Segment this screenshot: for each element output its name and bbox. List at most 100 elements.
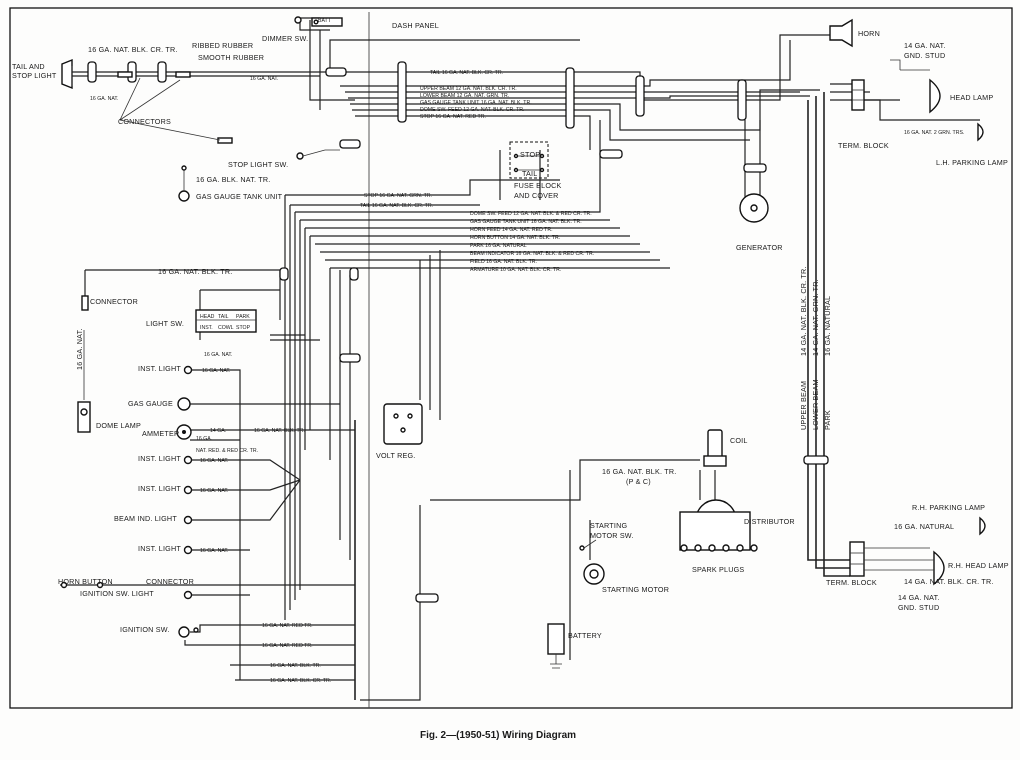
loom-clip <box>325 67 347 77</box>
dimmer-switch <box>294 16 343 27</box>
label-fuse-block-2: AND COVER <box>514 191 559 200</box>
wire-callout: 16 GA. NAT. <box>200 548 228 554</box>
label-spark-plugs: SPARK PLUGS <box>692 565 744 574</box>
figure-caption: Fig. 2—(1950-51) Wiring Diagram <box>420 730 576 741</box>
wire-callout: 16 GA. NAT. <box>200 488 228 494</box>
loom-clip <box>599 149 623 159</box>
label-wire-gas-gauge: 16 GA. BLK. NAT. TR. <box>196 175 270 184</box>
wire-callout: 16 GA. NAT. <box>200 458 228 464</box>
loom-clip <box>565 67 575 129</box>
loom-clip <box>635 75 645 117</box>
wire-harness-top <box>72 17 980 577</box>
wire-callout: PARK 16 GA. NATURAL <box>470 243 527 249</box>
label-starting-motor-sw-1: STARTING <box>590 521 627 530</box>
label-distributor: DISTRIBUTOR <box>744 517 795 526</box>
distributor <box>679 499 751 551</box>
wire-callout: NAT. RED. & RED CR. TR. <box>196 448 258 454</box>
label-starting-motor: STARTING MOTOR <box>602 585 669 594</box>
term-block-bottom <box>849 541 934 577</box>
label-battery: BATTERY <box>568 631 602 640</box>
label-rh-parking: R.H. PARKING LAMP <box>912 503 985 512</box>
label-stop-box: STOP <box>520 150 540 159</box>
label-gnd-stud-top-1: 14 GA. NAT. <box>904 41 946 50</box>
wire-callout: TAIL 16 GA. NAT. BLK. CR. TR. <box>430 70 503 76</box>
dome-lamp <box>77 330 91 433</box>
label-head-lamp-left: HEAD LAMP <box>950 93 993 102</box>
label-ribbed-rubber: RIBBED RUBBER <box>192 41 253 50</box>
label-light-sw-term: TAIL <box>218 314 229 320</box>
label-beam-wire-3: 16 GA. NATURAL <box>823 296 832 356</box>
label-beam-name-1: UPPER BEAM <box>799 381 808 430</box>
ignition-switch <box>178 626 199 638</box>
label-smooth-rubber: SMOOTH RUBBER <box>198 53 264 62</box>
diagram-frame <box>9 7 1013 709</box>
label-inst-light-1: INST. LIGHT <box>138 364 181 373</box>
stop-light-switch <box>296 149 340 160</box>
wire-callout: BEAM INDICATOR 16 GA. NAT. BLK. & RED CR… <box>470 251 594 257</box>
loom-clip <box>743 163 767 173</box>
label-light-sw-term: STOP <box>236 325 251 331</box>
loom-clip <box>349 267 359 281</box>
wire-callout: UPPER BEAM 12 GA. NAT. BLK. CR. TR. <box>420 86 517 92</box>
label-wire-16ga-natural: 16 GA. NATURAL <box>894 522 954 531</box>
loom-clip <box>737 79 747 121</box>
wire-callout: DOME SW. FEED 12 GA. NAT. BLK. & RED CR.… <box>470 211 592 217</box>
label-beam-wire-1: 14 GA. NAT. BLK. CR. TR. <box>799 266 808 356</box>
label-gas-gauge-tank: GAS GAUGE TANK UNIT <box>196 192 283 201</box>
wire-callout: 16 GA. <box>196 436 212 442</box>
wire-callout: 16 GA. NAT. BLK. CR. TR. <box>270 678 331 684</box>
label-light-sw-term: PARK <box>236 314 250 320</box>
label-stop-light-sw: STOP LIGHT SW. <box>228 160 288 169</box>
loom-clip <box>157 61 167 83</box>
label-coil: COIL <box>730 436 748 445</box>
spark-plugs <box>680 544 758 552</box>
label-wire-park-top: 16 GA. NAT. 2 GRN. TRS. <box>904 130 964 136</box>
battery <box>547 623 565 669</box>
ign-sw-light <box>183 590 193 600</box>
label-term-block-bottom: TERM. BLOCK <box>826 578 877 587</box>
label-connectors: CONNECTORS <box>118 117 171 126</box>
wire-callout: STOP 16 GA. NAT. RED TR. <box>420 114 486 120</box>
wire-callout: 16 GA. NAT. BLK. TR. <box>254 428 305 434</box>
wire-callout: 16 GA. NAT. <box>204 352 232 358</box>
label-ign-sw-light: IGNITION SW. LIGHT <box>80 589 154 598</box>
loom-clip <box>87 61 97 83</box>
label-light-sw-term: HEAD <box>200 314 215 320</box>
label-dash-panel: DASH PANEL <box>392 21 439 30</box>
label-volt-reg: VOLT REG. <box>376 451 415 460</box>
label-tail-stop-1: TAIL AND <box>12 62 45 71</box>
gas-gauge <box>177 397 191 411</box>
label-ignition-sw: IGNITION SW. <box>120 625 170 634</box>
loom-clip <box>339 139 361 149</box>
ignition-coil <box>703 429 727 467</box>
inst-light-2 <box>183 455 193 465</box>
gas-gauge-tank-unit <box>178 165 190 202</box>
generator <box>739 193 769 223</box>
loom-clip <box>279 267 289 281</box>
rh-parking-lamp <box>979 516 986 536</box>
wire-callout: 14 GA. <box>210 428 226 434</box>
lh-head-lamp <box>890 59 941 114</box>
wire-callout: LOWER BEAM 12 GA. NAT. GRN. TR. <box>420 93 509 99</box>
inst-light-4 <box>183 545 193 555</box>
label-gas-gauge: GAS GAUGE <box>128 399 173 408</box>
label-gnd-stud-bottom-1: 14 GA. NAT. <box>898 593 940 602</box>
loom-clip <box>397 61 407 123</box>
starting-motor <box>583 563 605 585</box>
label-connector-left: CONNECTOR <box>90 297 138 306</box>
label-batt: BATT <box>318 18 332 24</box>
voltage-regulator <box>383 403 423 445</box>
wire-callout: 16 GA. NAT. BLK. TR. <box>270 663 321 669</box>
label-connector-bottom: CONNECTOR <box>146 577 194 586</box>
wire-callout: FIELD 16 GA. NAT. BLK. TR. <box>470 259 537 265</box>
label-gnd-stud-top-2: GND. STUD <box>904 51 945 60</box>
connector-bundle <box>117 71 233 144</box>
wire-callout: GAS GAUGE TANK UNIT 16 GA. NAT. BLK. TR. <box>420 100 532 106</box>
label-light-sw: LIGHT SW. <box>146 319 184 328</box>
label-wire-14ga-blk-cr: 14 GA. NAT. BLK. CR. TR. <box>904 577 994 586</box>
label-gnd-stud-bottom-2: GND. STUD <box>898 603 939 612</box>
fuse-block <box>509 141 549 179</box>
label-horn: HORN <box>858 29 880 38</box>
label-dimmer-sw: DIMMER SW. <box>262 34 308 43</box>
